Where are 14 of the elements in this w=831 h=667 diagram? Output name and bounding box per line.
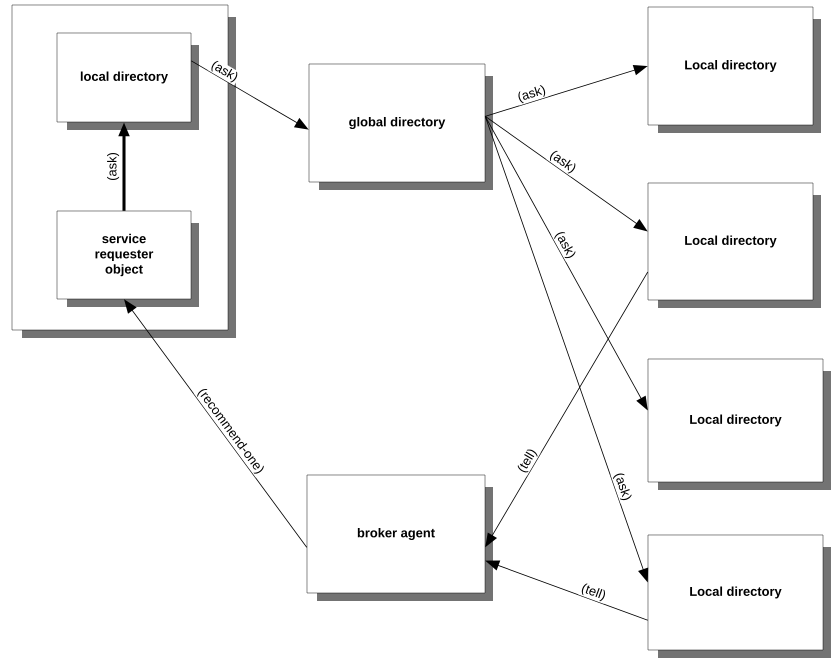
process-box: service requester object	[56, 210, 199, 307]
process-box: Local directory	[648, 6, 821, 133]
process-box: local directory	[56, 32, 199, 130]
edge-label: (ask)	[106, 151, 120, 182]
process-box: Local directory	[648, 534, 831, 658]
edge-label: (ask)	[551, 228, 579, 262]
edge-label: (ask)	[207, 58, 242, 86]
process-box: Local directory	[648, 358, 831, 490]
edge-label: (ask)	[610, 470, 634, 504]
edge-label: (tell)	[578, 580, 609, 604]
process-box: broker agent	[306, 474, 493, 601]
process-box: global directory	[308, 64, 493, 190]
process-box: Local directory	[648, 182, 821, 308]
edge-label: (ask)	[514, 82, 549, 106]
